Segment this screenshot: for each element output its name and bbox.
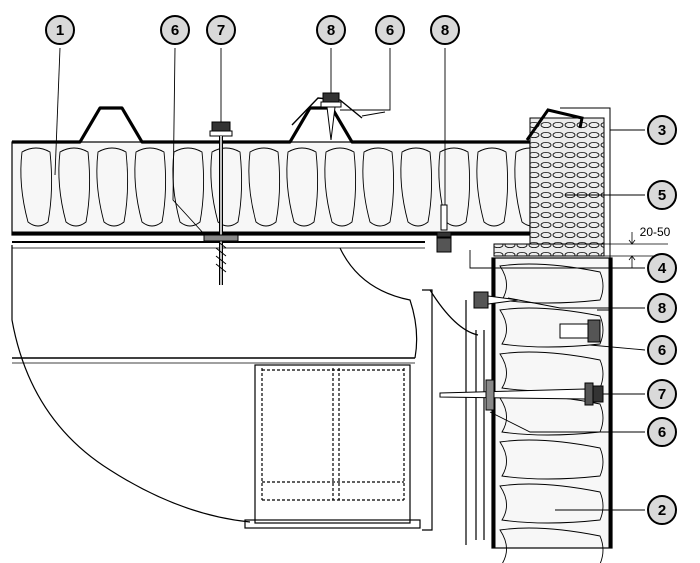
callout-number: 6: [658, 342, 666, 359]
callout-number: 8: [658, 300, 666, 317]
callout-c5: 5: [647, 180, 677, 210]
wall-screw-7: [439, 379, 604, 411]
callout-number: 8: [327, 22, 335, 39]
roof-sandwich-panel: [11, 106, 547, 236]
callout-number: 6: [171, 22, 179, 39]
callout-c8b: 8: [430, 15, 460, 45]
callout-number: 4: [658, 260, 667, 277]
callout-number: 2: [658, 502, 666, 519]
callout-circle: [316, 15, 346, 45]
callout-circle: [647, 180, 677, 210]
callout-c6d: 6: [647, 417, 677, 447]
callout-circle: [375, 15, 405, 45]
callout-number: 8: [441, 22, 449, 39]
roof-insulation-cell: [286, 147, 319, 227]
steel-structure: [11, 241, 485, 545]
callout-c8c: 8: [647, 293, 677, 323]
roof-insulation-cell: [324, 147, 357, 227]
callout-group: 1 6 7 8 6 8 3 5 4 8 6 7 6 2: [45, 15, 677, 525]
wall-insulation-cell: [499, 263, 604, 304]
mineral-wool-filler: [493, 117, 605, 257]
callout-number: 7: [217, 22, 225, 39]
callout-circle: [430, 15, 460, 45]
callout-circle: [647, 417, 677, 447]
roof-insulation-cell: [400, 147, 433, 227]
callout-circle: [647, 335, 677, 365]
callout-number: 1: [56, 22, 64, 39]
roof-insulation-cell: [438, 147, 471, 227]
callout-number: 7: [658, 386, 666, 403]
callout-c6a: 6: [160, 15, 190, 45]
roof-screw-7: [203, 121, 239, 285]
callout-number: 6: [658, 424, 666, 441]
callout-number: 3: [658, 122, 666, 139]
callout-circle: [647, 379, 677, 409]
wall-insulation-cell: [499, 483, 604, 524]
callout-number: 5: [658, 187, 666, 204]
callout-c6b: 6: [375, 15, 405, 45]
wall-insulation-cell: [499, 439, 604, 480]
roof-insulation-cell: [58, 147, 91, 227]
callout-c2: 2: [647, 495, 677, 525]
roof-insulation-cell: [248, 147, 281, 227]
callout-circle: [647, 253, 677, 283]
roof-insulation-cell: [210, 147, 243, 227]
callout-circle: [647, 495, 677, 525]
wall-sandwich-panel: [491, 257, 613, 563]
stitch-screw-8-mid: [436, 204, 452, 253]
wall-insulation-cell: [499, 527, 604, 563]
roof-insulation-cell: [134, 147, 167, 227]
wall-insulation-cell: [499, 307, 604, 348]
wall-screw-8: [473, 291, 601, 343]
callout-circle: [45, 15, 75, 45]
seam-screw-8-top: [320, 92, 342, 141]
roof-insulation-cell: [172, 147, 205, 227]
roof-insulation-cell: [20, 147, 53, 227]
callout-c1: 1: [45, 15, 75, 45]
callout-c4: 4: [647, 253, 677, 283]
gap-dimension-label: 20-50: [640, 225, 671, 239]
callout-c7a: 7: [206, 15, 236, 45]
callout-c3: 3: [647, 115, 677, 145]
callout-number: 6: [386, 22, 394, 39]
callout-circle: [160, 15, 190, 45]
roof-insulation-cell: [362, 147, 395, 227]
roof-insulation-cell: [476, 147, 509, 227]
callout-c8a: 8: [316, 15, 346, 45]
callout-c7b: 7: [647, 379, 677, 409]
callout-c6c: 6: [647, 335, 677, 365]
leader-lines: [54, 47, 646, 511]
roof-insulation-cell: [96, 147, 129, 227]
callout-circle: [647, 115, 677, 145]
callout-circle: [206, 15, 236, 45]
callout-circle: [647, 293, 677, 323]
corner-flashing: [525, 107, 612, 311]
